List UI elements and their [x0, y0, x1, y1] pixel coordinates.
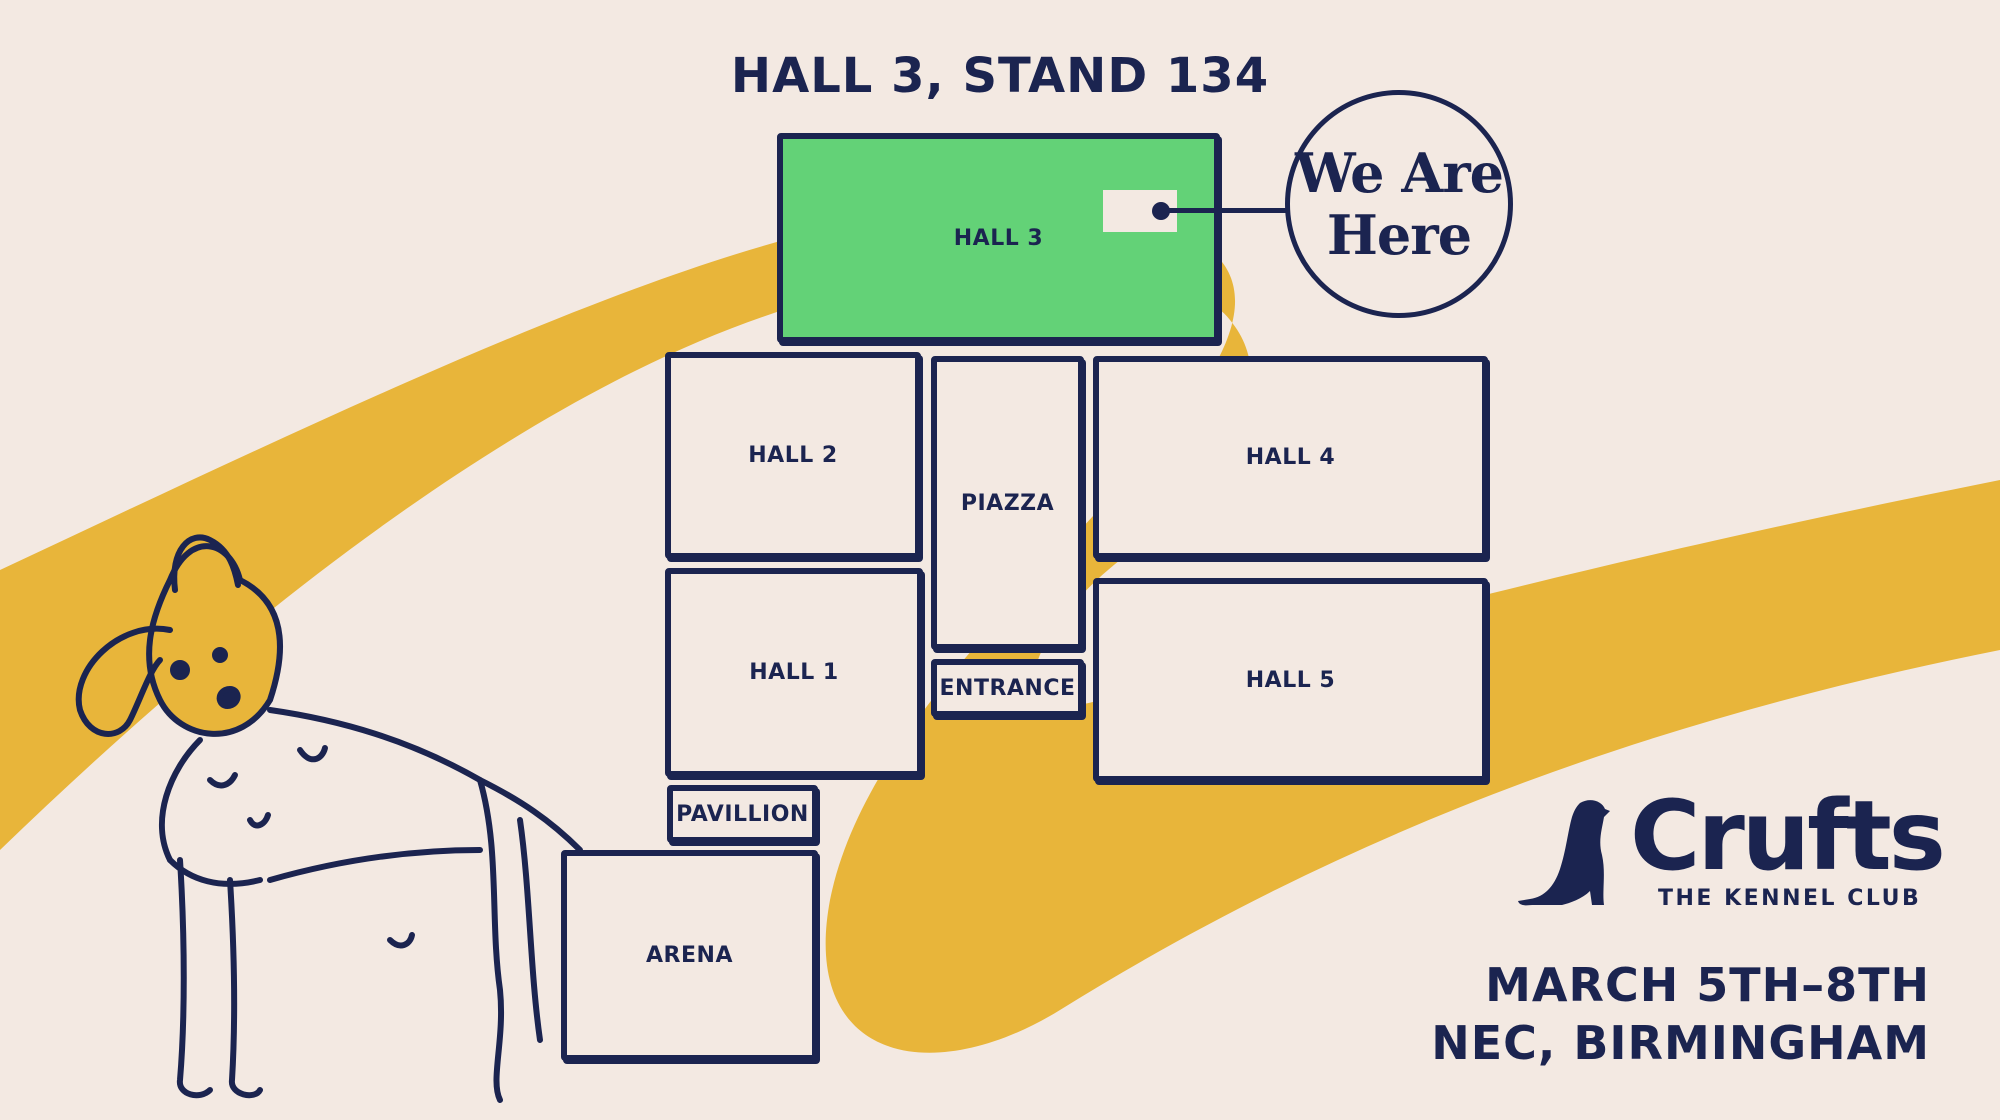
callout-connector: [1168, 208, 1286, 213]
hall-5[interactable]: HALL 5: [1093, 578, 1488, 782]
pavillion-label: PAVILLION: [676, 801, 809, 827]
arena-label: ARENA: [646, 943, 733, 968]
hall-2-label: HALL 2: [748, 443, 838, 468]
callout-line-1: We Are: [1294, 141, 1504, 205]
piazza-label: PIAZZA: [960, 490, 1055, 516]
hall-3[interactable]: HALL 3: [777, 133, 1220, 343]
entrance-label: ENTRANCE: [939, 675, 1076, 701]
arena[interactable]: ARENA: [561, 850, 818, 1061]
sitting-dog-logo-icon: [1518, 800, 1610, 906]
hall-4[interactable]: HALL 4: [1093, 356, 1488, 559]
hall-1-label: HALL 1: [749, 660, 839, 685]
map-title: HALL 3, STAND 134: [730, 48, 1270, 104]
hall-3-label: HALL 3: [953, 225, 1044, 251]
hall-1[interactable]: HALL 1: [665, 568, 923, 777]
entrance[interactable]: ENTRANCE: [931, 659, 1084, 717]
brand-name: Crufts: [1630, 780, 1946, 892]
location-dot-icon: [1152, 202, 1170, 220]
dog-illustration: [75, 534, 583, 1103]
piazza[interactable]: PIAZZA: [931, 356, 1084, 650]
hall-5-label: HALL 5: [1245, 667, 1336, 693]
pavillion[interactable]: PAVILLION: [667, 785, 818, 843]
event-venue: NEC, BIRMINGHAM: [1431, 1016, 1930, 1070]
hall-4-label: HALL 4: [1245, 445, 1336, 470]
event-dates: MARCH 5TH–8TH: [1485, 958, 1930, 1012]
brand-subtitle: THE KENNEL CLUB: [1658, 886, 1922, 911]
callout-line-2: Here: [1326, 203, 1472, 267]
crufts-logo[interactable]: Crufts THE KENNEL CLUB: [1510, 780, 1946, 920]
hall-2[interactable]: HALL 2: [665, 352, 921, 559]
we-are-here-callout: We Are Here: [1285, 90, 1513, 318]
